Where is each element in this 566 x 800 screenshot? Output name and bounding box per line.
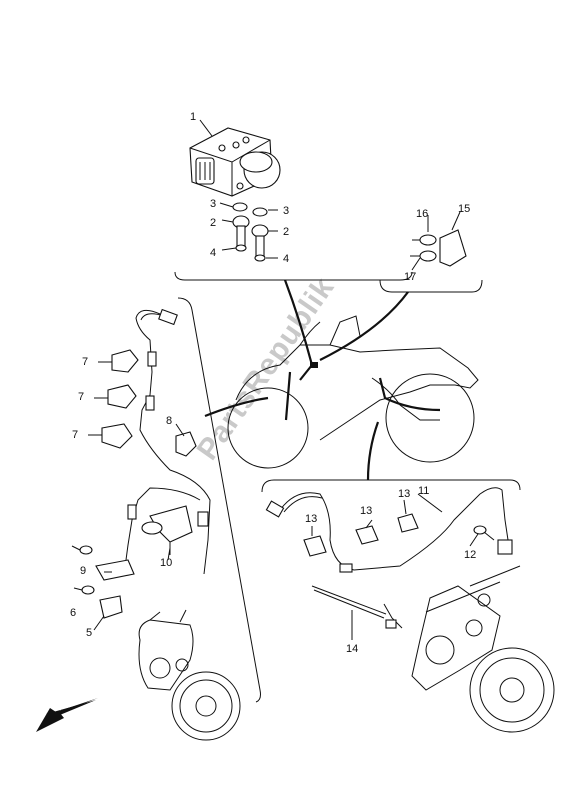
callout-4b: 4 (283, 253, 289, 265)
callout-2a: 2 (210, 217, 216, 229)
callout-12: 12 (464, 549, 476, 561)
motorcycle-outline (227, 315, 479, 469)
clamp-part-8 (175, 431, 197, 457)
front-group-divider (177, 297, 261, 703)
rear-leader (366, 421, 380, 481)
direction-arrow-icon (36, 698, 98, 732)
abs-group-bracket (174, 271, 413, 281)
callout-7c: 7 (72, 429, 78, 441)
clip-part-7 (88, 349, 139, 449)
callout-11: 11 (418, 485, 429, 497)
front-leader (204, 396, 269, 418)
callout-13c: 13 (398, 488, 410, 500)
callout-9: 9 (80, 565, 86, 577)
callout-15: 15 (458, 203, 470, 215)
callout-16: 16 (416, 208, 428, 220)
rear-group-bracket (261, 479, 521, 493)
abs-leader (283, 279, 314, 366)
leader-8 (175, 423, 185, 437)
sensor-lead-part-14 (311, 585, 403, 629)
callout-7b: 7 (78, 391, 84, 403)
callout-10: 10 (160, 557, 172, 569)
callout-13a: 13 (305, 513, 317, 525)
callout-14: 14 (346, 643, 358, 655)
front-wheel-sensor-harness (123, 308, 211, 576)
callout-labels: 1 3 3 2 2 4 4 16 15 17 7 7 7 8 10 9 6 5 … (70, 111, 476, 655)
callout-3a: 3 (210, 198, 216, 210)
callout-4a: 4 (210, 247, 216, 259)
callout-leaders (93, 119, 479, 640)
rear-wheel-sensor-harness (265, 487, 513, 573)
front-sensor-group (71, 545, 135, 619)
callout-17: 17 (404, 271, 416, 283)
front-brake-assembly (138, 609, 241, 741)
bracket-leader (319, 291, 409, 361)
bracket-group-bracket (379, 279, 483, 293)
callout-2b: 2 (283, 226, 289, 238)
callout-5: 5 (86, 627, 92, 639)
callout-1: 1 (190, 111, 196, 123)
callout-13b: 13 (360, 505, 372, 517)
callout-7a: 7 (82, 356, 88, 368)
bracket-part-10 (141, 505, 193, 555)
rear-brake-assembly (411, 565, 555, 733)
sensor-bracket-part (410, 229, 467, 267)
callout-3b: 3 (283, 205, 289, 217)
clip-part-13 (303, 513, 419, 557)
callout-8: 8 (166, 415, 172, 427)
bolt-part-12 (473, 525, 495, 541)
abs-mount-hardware (232, 202, 269, 262)
callout-6: 6 (70, 607, 76, 619)
abs-unit (189, 127, 281, 197)
